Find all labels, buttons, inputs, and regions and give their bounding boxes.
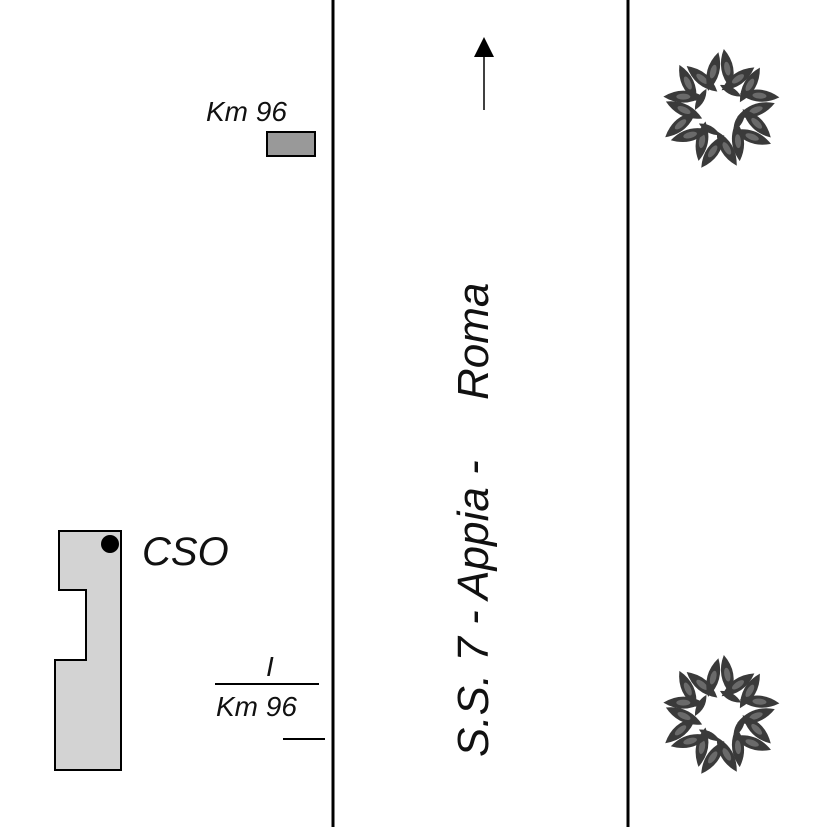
marker-km-label: Km 96 [216, 691, 297, 722]
direction-label: Roma [449, 283, 498, 400]
tree-icon [663, 654, 780, 774]
tree-leaf [694, 694, 707, 716]
tree-leaf-highlight [683, 737, 697, 745]
tree-leaf-highlight [745, 684, 755, 698]
tree-leaf-highlight [751, 723, 763, 735]
tree-leaf [694, 88, 707, 110]
tree-leaf-highlight [749, 712, 763, 720]
tree-leaf-highlight [734, 134, 742, 149]
tree-leaf-highlight [732, 74, 744, 84]
arrow-up-icon [474, 37, 494, 110]
tree-leaf-highlight [677, 105, 691, 115]
tree-leaf-highlight [674, 725, 687, 736]
tree-leaf-highlight [709, 670, 717, 685]
tree-leaf [698, 123, 720, 136]
tree-leaf [720, 84, 742, 97]
tree-leaf [698, 729, 720, 742]
tree-leaf-highlight [698, 740, 706, 755]
tree-leaf [733, 716, 746, 738]
tree-leaf-highlight [745, 739, 759, 747]
tree-leaf-highlight [751, 117, 763, 129]
tree-leaf-highlight [698, 134, 706, 149]
tree-leaf [733, 110, 746, 132]
cso-label: CSO [142, 530, 229, 574]
cso-building [54, 530, 122, 771]
tree-leaf-highlight [749, 106, 763, 114]
tree-leaf-highlight [732, 680, 744, 690]
tree-leaf-highlight [677, 711, 691, 721]
tree-leaf-highlight [676, 699, 691, 706]
road-label: S.S. 7 - Appia - [449, 460, 498, 757]
tree-leaf-highlight [745, 133, 759, 141]
tree-leaf-highlight [724, 61, 731, 76]
tree-leaf-highlight [707, 145, 718, 158]
tree-leaf-highlight [752, 698, 767, 705]
km-marker-box [266, 131, 316, 157]
tree-leaf-highlight [707, 751, 718, 764]
tree-leaf [720, 690, 742, 703]
point-icon [101, 535, 119, 553]
tree-leaf-highlight [676, 93, 691, 100]
tree-leaf-highlight [722, 748, 732, 761]
tree-leaf-highlight [674, 119, 687, 130]
tree-leaf-highlight [696, 679, 708, 690]
tree-leaf-highlight [683, 131, 697, 139]
tree-leaf-highlight [752, 92, 767, 99]
tree-icon [663, 48, 780, 168]
tree-leaf-highlight [709, 64, 717, 79]
tree-leaf-highlight [745, 78, 755, 92]
tree-leaf-highlight [722, 142, 732, 155]
tree-leaf-highlight [683, 76, 692, 90]
tree-leaf-highlight [683, 682, 692, 696]
km-top-label: Km 96 [206, 96, 287, 127]
tree-leaf-highlight [696, 73, 708, 84]
tree-leaf-highlight [724, 667, 731, 682]
marker-numerator: I [266, 651, 274, 682]
tree-leaf-highlight [734, 740, 742, 755]
